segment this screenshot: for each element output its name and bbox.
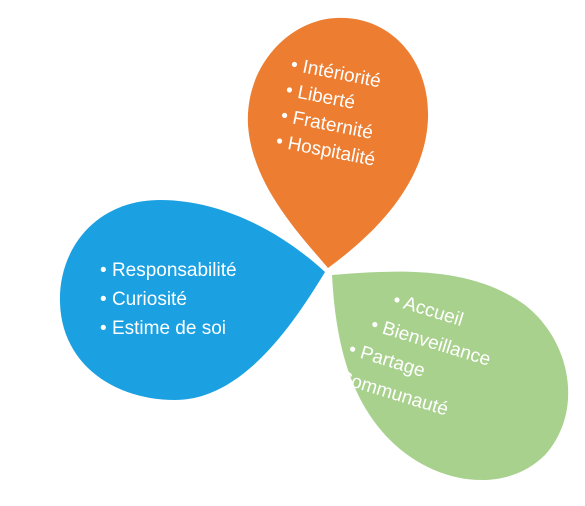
- petal-blue-item: • Curiosité: [100, 289, 187, 310]
- petal-blue: • Responsabilité • Curiosité • Estime de…: [59, 200, 326, 400]
- petal-blue-list: • Responsabilité • Curiosité • Estime de…: [100, 260, 242, 339]
- petal-green-shape: [332, 271, 569, 481]
- petal-orange-shape: [247, 17, 429, 268]
- petal-blue-item: • Responsabilité: [100, 260, 237, 281]
- petal-green: • Accueil • Bienveillance • Partage • Co…: [324, 271, 569, 481]
- petal-blue-item: • Estime de soi: [100, 318, 226, 339]
- petal-orange: • Intériorité • Liberté • Fraternité • H…: [247, 17, 429, 268]
- petal-blue-shape: [59, 200, 326, 400]
